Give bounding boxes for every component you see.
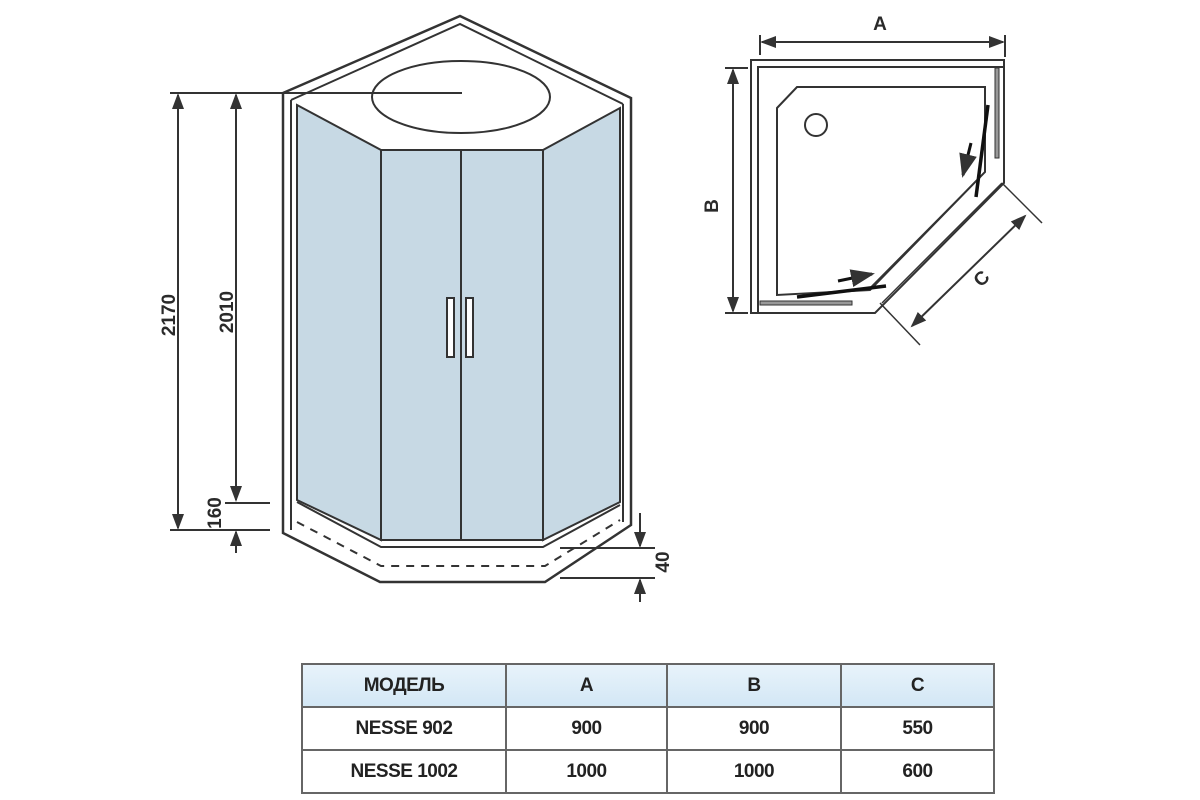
rail-right bbox=[994, 67, 1000, 159]
cell-b: 900 bbox=[666, 706, 842, 751]
table-row: NESSE 1002 1000 1000 600 bbox=[301, 749, 995, 794]
elevation-view bbox=[170, 14, 655, 602]
label-b: B bbox=[702, 199, 723, 213]
tray-dashed-line bbox=[296, 519, 621, 567]
model-dimensions-table: МОДЕЛЬ A B C NESSE 902 900 900 550 NESSE… bbox=[301, 663, 995, 794]
header-model: МОДЕЛЬ bbox=[301, 663, 507, 708]
cell-model: NESSE 1002 bbox=[301, 749, 507, 794]
door-leaf-right bbox=[974, 104, 990, 198]
dim-tray-lip: 40 bbox=[653, 551, 674, 572]
cell-a: 1000 bbox=[505, 749, 668, 794]
header-b: B bbox=[666, 663, 842, 708]
plan-outline bbox=[750, 59, 1005, 314]
tray-top-edge bbox=[296, 501, 621, 548]
arrow-door-bottom bbox=[837, 269, 875, 288]
door-leaf-bottom bbox=[796, 284, 887, 299]
glass-panel-left bbox=[296, 103, 382, 542]
label-a: A bbox=[873, 14, 887, 35]
shower-tray bbox=[776, 86, 986, 297]
header-c: C bbox=[840, 663, 995, 708]
rail-bottom bbox=[759, 300, 853, 306]
glass-door-right bbox=[460, 149, 544, 541]
dim-tray-height: 160 bbox=[205, 497, 226, 529]
drain-icon bbox=[804, 113, 828, 137]
roof-dome bbox=[371, 60, 551, 134]
cell-b: 1000 bbox=[666, 749, 842, 794]
plan-view bbox=[725, 35, 1043, 346]
dim-total-height: 2170 bbox=[159, 294, 180, 336]
cell-c: 550 bbox=[840, 706, 995, 751]
header-a: A bbox=[505, 663, 668, 708]
table-row: NESSE 902 900 900 550 bbox=[301, 706, 995, 751]
cell-model: NESSE 902 bbox=[301, 706, 507, 751]
glass-panel-right bbox=[542, 106, 621, 542]
roof-inner-edge bbox=[290, 22, 624, 105]
arrow-door-right bbox=[959, 142, 977, 178]
door-handle-right[interactable] bbox=[465, 297, 474, 358]
label-c: C bbox=[970, 267, 995, 292]
cell-a: 900 bbox=[505, 706, 668, 751]
cell-c: 600 bbox=[840, 749, 995, 794]
door-handle-left[interactable] bbox=[446, 297, 455, 358]
table-header-row: МОДЕЛЬ A B C bbox=[301, 663, 995, 708]
dim-panel-height: 2010 bbox=[217, 291, 238, 333]
